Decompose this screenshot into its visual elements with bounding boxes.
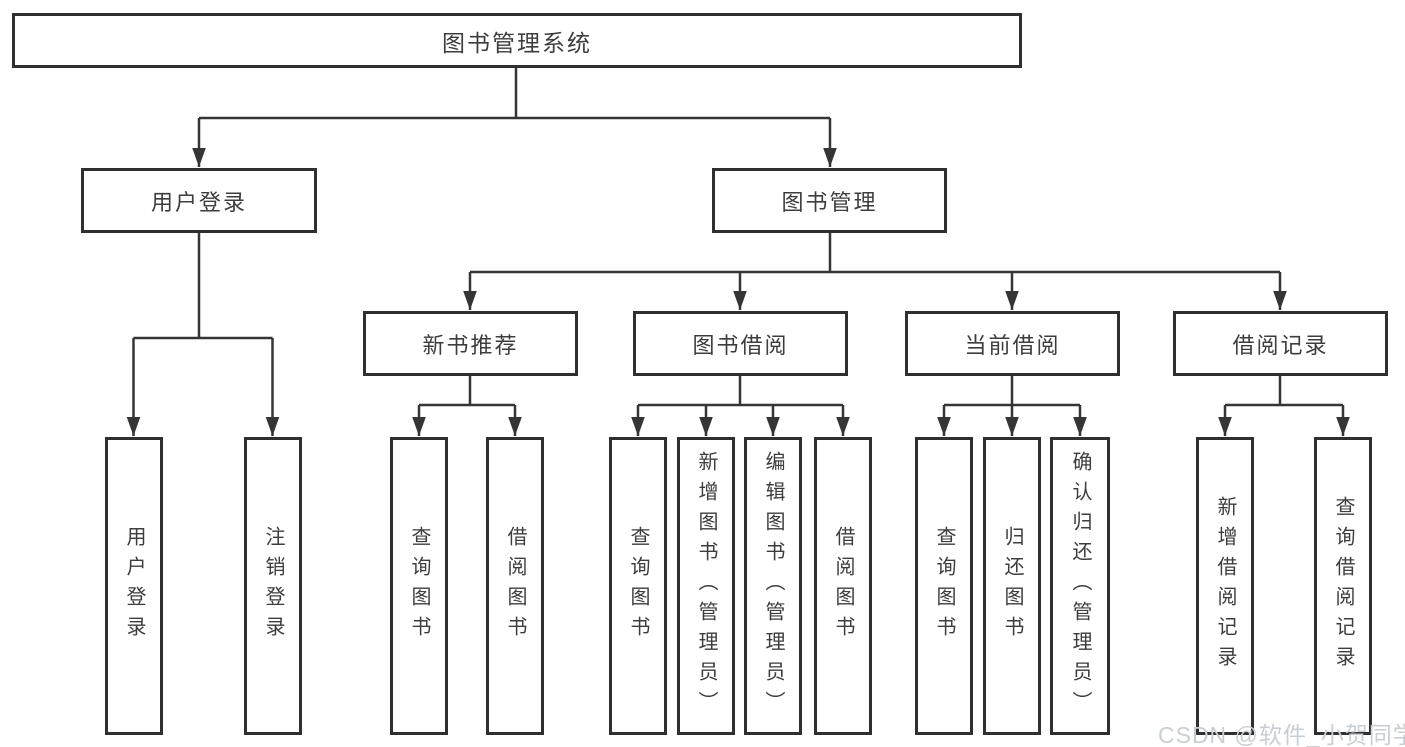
leaf-query-borrow-record-label: 查询借阅记录: [1332, 496, 1354, 676]
leaf-user-login-label: 用户登录: [123, 526, 145, 646]
leaf-borrow-books-borrow: 借阅图书: [814, 437, 872, 735]
leaf-add-book-admin: 新增图书（管理员）: [677, 437, 735, 735]
leaf-query-books-recommend-label: 查询图书: [408, 526, 430, 646]
node-new-book-recommend-label: 新书推荐: [422, 332, 519, 358]
node-current-borrow: 当前借阅: [905, 311, 1120, 376]
leaf-query-books-current-label: 查询图书: [933, 526, 955, 646]
leaf-return-book: 归还图书: [983, 437, 1041, 735]
leaf-logout-label: 注销登录: [262, 526, 284, 646]
csdn-watermark: CSDN @软件_小贺同学: [1158, 722, 1405, 747]
leaf-query-books-borrow: 查询图书: [609, 437, 667, 735]
node-root: 图书管理系统: [12, 13, 1022, 68]
leaf-user-login: 用户登录: [105, 437, 163, 735]
leaf-edit-book-admin-label: 编辑图书（管理员）: [762, 451, 784, 721]
leaf-logout: 注销登录: [244, 437, 302, 735]
leaf-borrow-books-recommend: 借阅图书: [486, 437, 544, 735]
leaf-borrow-books-recommend-label: 借阅图书: [504, 526, 526, 646]
leaf-query-books-borrow-label: 查询图书: [627, 526, 649, 646]
node-user-login: 用户登录: [81, 168, 317, 233]
node-book-management: 图书管理: [712, 168, 947, 233]
node-book-borrow: 图书借阅: [633, 311, 848, 376]
node-borrow-records-label: 借阅记录: [1232, 332, 1329, 358]
leaf-query-borrow-record: 查询借阅记录: [1314, 437, 1372, 735]
node-user-login-label: 用户登录: [150, 189, 247, 215]
leaf-borrow-books-borrow-label: 借阅图书: [832, 526, 854, 646]
leaf-query-books-current: 查询图书: [915, 437, 973, 735]
node-book-management-label: 图书管理: [781, 189, 878, 215]
leaf-query-books-recommend: 查询图书: [390, 437, 448, 735]
node-root-label: 图书管理系统: [442, 29, 592, 56]
leaf-confirm-return-admin-label: 确认归还（管理员）: [1069, 451, 1091, 721]
leaf-add-borrow-record-label: 新增借阅记录: [1214, 496, 1236, 676]
leaf-add-borrow-record: 新增借阅记录: [1196, 437, 1254, 735]
leaf-confirm-return-admin: 确认归还（管理员）: [1050, 437, 1110, 735]
node-new-book-recommend: 新书推荐: [363, 311, 578, 376]
leaf-return-book-label: 归还图书: [1001, 526, 1023, 646]
leaf-add-book-admin-label: 新增图书（管理员）: [695, 451, 717, 721]
node-book-borrow-label: 图书借阅: [692, 332, 789, 358]
node-current-borrow-label: 当前借阅: [964, 332, 1061, 358]
leaf-edit-book-admin: 编辑图书（管理员）: [744, 437, 802, 735]
node-borrow-records: 借阅记录: [1173, 311, 1388, 376]
